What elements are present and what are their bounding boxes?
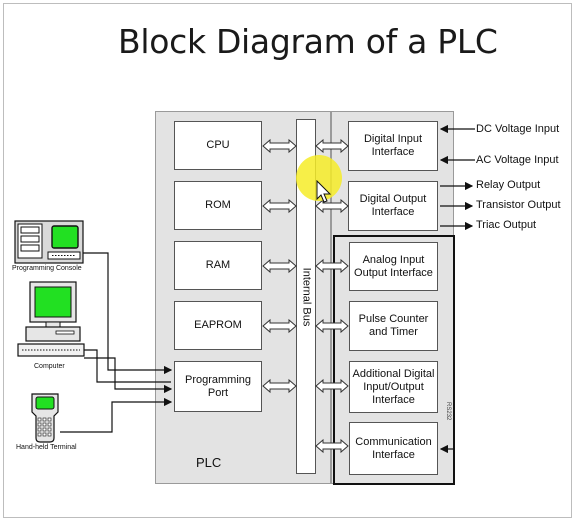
pulse-counter-line2: and Timer	[369, 326, 418, 338]
relay-output-label: Relay Output	[476, 179, 541, 191]
eaprom-block: EAPROM	[174, 301, 262, 350]
pulse-counter-line1: Pulse Counter	[358, 313, 429, 325]
rom-block: ROM	[174, 181, 262, 230]
analog-io-line1: Analog Input	[362, 253, 425, 266]
handheld-terminal-label: Hand-held Terminal	[16, 444, 77, 451]
digital-input-line2: Interface	[371, 146, 415, 158]
cpu-label: CPU	[206, 139, 230, 151]
rom-label: ROM	[205, 199, 231, 211]
transistor-output-label: Transistor Output	[476, 199, 561, 211]
arrow-bus-pulse	[315, 318, 349, 334]
page-title: Block Diagram of a PLC	[118, 22, 498, 61]
arrow-rom-bus	[262, 198, 297, 214]
mouse-pointer-icon	[316, 180, 332, 203]
digital-input-line1: Digital Input	[363, 133, 423, 145]
arrow-bus-analog	[315, 258, 349, 274]
expansion-frame	[333, 235, 455, 485]
computer-label: Computer	[34, 363, 65, 370]
bus-arrows	[262, 138, 349, 454]
arrow-bus-comm	[315, 438, 349, 454]
computer-wire-b	[84, 357, 173, 394]
programming-port-label: Programming Port	[184, 373, 252, 399]
dc-voltage-input-label: DC Voltage Input	[476, 123, 560, 135]
eaprom-label: EAPROM	[194, 319, 242, 331]
digital-output-line1: Digital Output	[359, 193, 427, 205]
additional-io-line3: Interface	[372, 393, 415, 406]
handheld-wire	[60, 397, 173, 433]
ac-voltage-input-label: AC Voltage Input	[476, 154, 559, 166]
digital-output-line2: Interface	[371, 206, 415, 218]
ram-block: RAM	[174, 241, 262, 290]
additional-io-line2: Input/Output	[363, 380, 424, 393]
console-wire	[82, 252, 173, 375]
communication-line1: Communication	[355, 435, 432, 448]
io-body	[331, 111, 454, 484]
additional-io-line1: Additional Digital	[352, 367, 435, 380]
arrow-bus-din	[315, 138, 349, 154]
plc-label: PLC	[196, 455, 222, 470]
internal-bus	[296, 119, 316, 474]
handheld-terminal-icon	[31, 393, 59, 443]
analog-io-line2: Output Interface	[354, 266, 433, 279]
arrow-bus-dout	[315, 198, 349, 214]
ram-label: RAM	[205, 259, 231, 271]
cpu-block: CPU	[174, 121, 262, 170]
communication-line2: Interface	[372, 448, 415, 461]
arrow-ram-bus	[262, 258, 297, 274]
computer-wire-a	[84, 349, 171, 383]
computer-icon	[17, 281, 85, 357]
arrow-port-bus	[262, 378, 297, 394]
arrow-bus-additional	[315, 378, 349, 394]
arrow-cpu-bus	[262, 138, 297, 154]
arrow-eaprom-bus	[262, 318, 297, 334]
triac-output-label: Triac Output	[476, 219, 537, 231]
programming-console-label: Programming Console	[12, 265, 82, 272]
programming-port-block: Programming Port	[174, 361, 262, 412]
programming-console-icon	[14, 220, 84, 264]
